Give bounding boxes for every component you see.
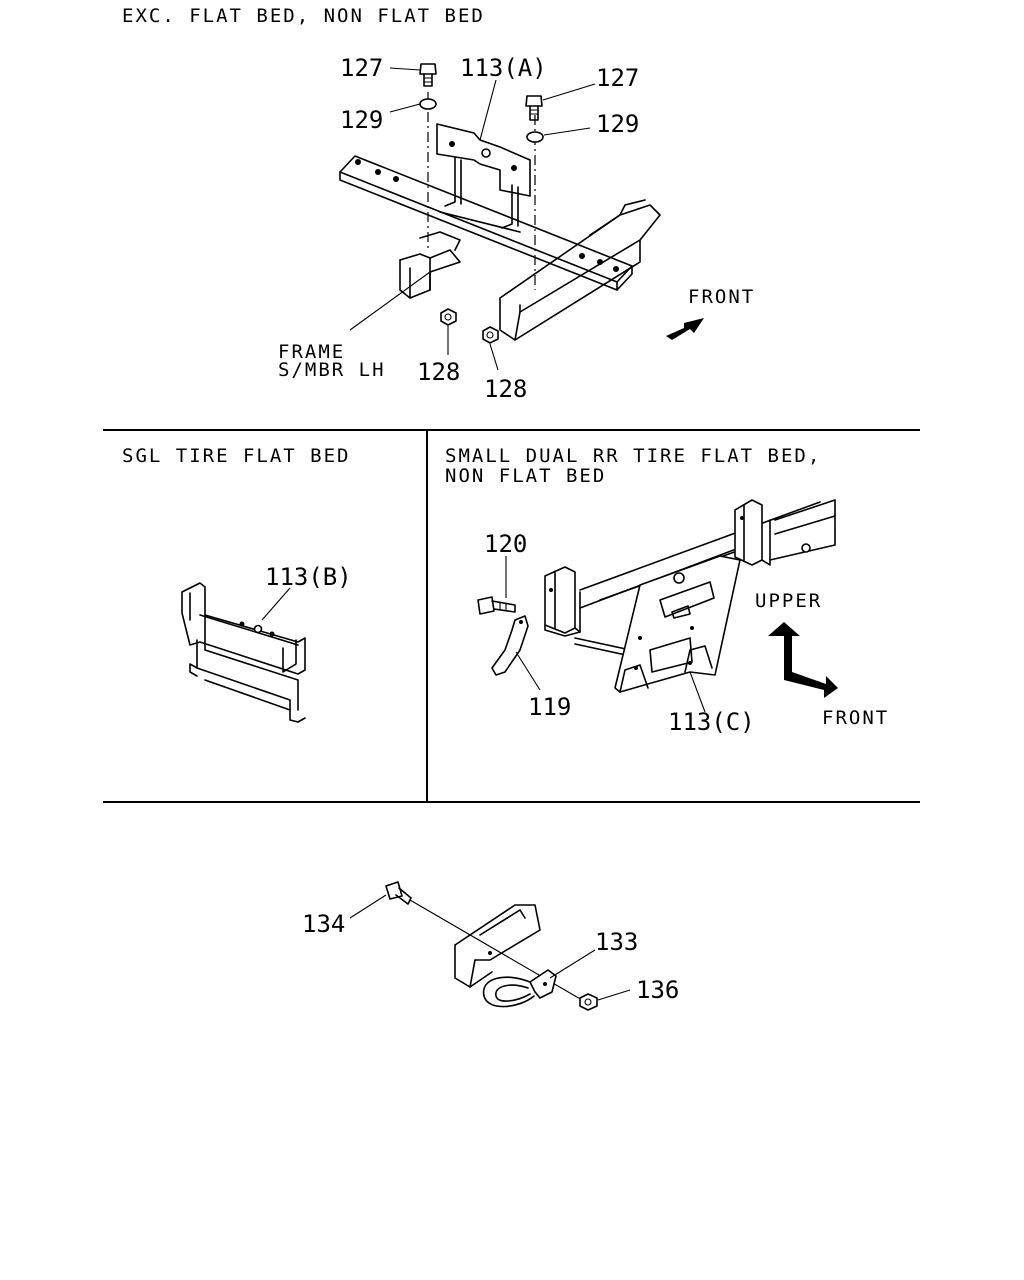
callout-128-left: 128 [417, 358, 460, 386]
leader-136 [597, 989, 631, 1001]
callout-129-right: 129 [596, 110, 639, 138]
bolt-127-right [525, 95, 543, 121]
callout-120: 120 [484, 530, 527, 558]
section-heading-left: SGL TIRE FLAT BED [122, 445, 350, 467]
section-small-dual-rr: SMALL DUAL RR TIRE FLAT BED, NON FLAT BE… [445, 445, 889, 736]
frame-sub-label: S/MBR LH [278, 359, 386, 381]
callout-119: 119 [528, 693, 571, 721]
tow-hook-133 [482, 969, 557, 1008]
callout-113a: 113(A) [460, 54, 547, 82]
leader-133 [549, 949, 596, 979]
leader-127-right [542, 83, 596, 101]
leader-113a [479, 79, 497, 141]
leader-113b [261, 587, 291, 621]
front-arrow-icon [666, 318, 704, 340]
nut-128-left [440, 308, 457, 326]
front-label-right: FRONT [822, 707, 889, 729]
section-heading-right-1: SMALL DUAL RR TIRE FLAT BED, [445, 445, 821, 467]
bolt-axis-line [409, 899, 583, 1001]
frame-label: FRAME [278, 341, 345, 363]
bolt-120 [477, 596, 516, 615]
nut-136 [579, 993, 598, 1011]
front-label-top: FRONT [688, 286, 755, 308]
frame-side-member-right [499, 199, 661, 341]
leader-129-right [543, 127, 591, 136]
section-exc-flat-bed: EXC. FLAT BED, NON FLAT BED [122, 5, 755, 403]
bracket-119 [491, 615, 529, 676]
callout-127-left: 127 [340, 54, 383, 82]
cross-member-bar [339, 155, 633, 291]
section-sgl-tire-flat-bed: SGL TIRE FLAT BED 113(B) [122, 445, 352, 723]
leader-frame [349, 271, 431, 331]
washer-129-right [526, 131, 544, 143]
washer-129-left [419, 98, 437, 110]
bolt-134 [385, 881, 412, 905]
callout-128-right: 128 [484, 375, 527, 403]
leader-134 [349, 894, 387, 919]
leader-129-left [389, 103, 421, 113]
callout-113b: 113(B) [265, 563, 352, 591]
leader-113c [689, 671, 706, 713]
tow-frame-rail [454, 904, 541, 988]
callout-136: 136 [636, 976, 679, 1004]
frame-side-member-left [399, 231, 461, 299]
nut-128-right [482, 326, 499, 344]
rear-frame-assembly [544, 499, 836, 693]
callout-127-right: 127 [596, 64, 639, 92]
upper-front-arrow-icon [768, 622, 838, 698]
leader-119 [515, 651, 541, 691]
section-heading-top: EXC. FLAT BED, NON FLAT BED [122, 5, 485, 27]
callout-134: 134 [302, 910, 345, 938]
bracket-113b [181, 582, 306, 723]
callout-133: 133 [595, 928, 638, 956]
callout-129-left: 129 [340, 106, 383, 134]
callout-113c: 113(C) [668, 708, 755, 736]
section-tow-hook: 134 133 136 [302, 881, 679, 1011]
leader-128-right [489, 343, 499, 371]
section-heading-right-2: NON FLAT BED [445, 465, 606, 487]
upper-label: UPPER [755, 590, 822, 612]
leader-127-left [389, 67, 421, 71]
bolt-127-left [419, 63, 437, 87]
bracket-113a [436, 123, 531, 233]
